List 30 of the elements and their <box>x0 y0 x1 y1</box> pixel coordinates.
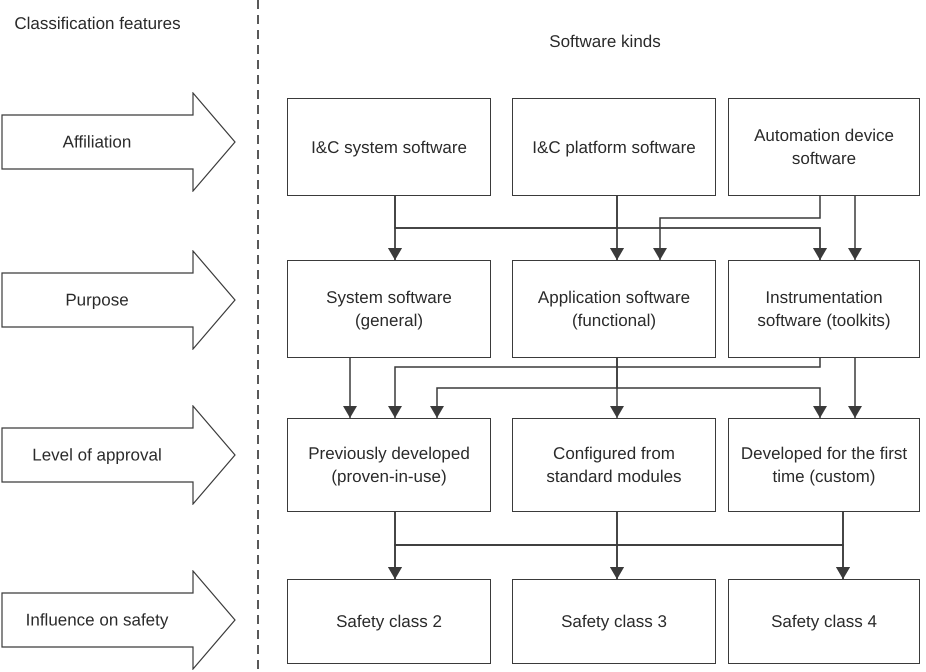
arrow <box>653 196 821 260</box>
arrow <box>616 196 827 260</box>
arrow <box>616 358 827 418</box>
block-arrow <box>0 570 237 670</box>
process-box: System software (general) <box>287 260 491 358</box>
block-arrow <box>0 405 237 505</box>
process-box: Safety class 4 <box>728 579 920 664</box>
process-box: I&C system software <box>287 98 491 196</box>
process-box: I&C platform software <box>512 98 716 196</box>
arrow <box>848 358 862 418</box>
process-box: Previously developed (proven-in-use) <box>287 418 491 512</box>
process-box: Configured from standard modules <box>512 418 716 512</box>
process-box: Application software (functional) <box>512 260 716 358</box>
column-heading: Classification features <box>13 13 182 35</box>
process-box: Safety class 3 <box>512 579 716 664</box>
process-box: Developed for the first time (custom) <box>728 418 920 512</box>
column-heading: Software kinds <box>548 31 662 53</box>
feature-label: Affiliation <box>62 132 132 154</box>
arrow <box>388 358 821 418</box>
process-box: Instrumentation software (toolkits) <box>728 260 920 358</box>
block-arrow <box>0 250 237 350</box>
feature-label: Purpose <box>64 290 130 312</box>
process-box: Automation device software <box>728 98 920 196</box>
arrow <box>343 358 357 418</box>
feature-label: Level of approval <box>31 444 163 466</box>
block-arrow <box>0 92 237 192</box>
process-box: Safety class 2 <box>287 579 491 664</box>
arrow <box>848 196 862 260</box>
arrow <box>836 512 850 579</box>
feature-label: Influence on safety <box>24 610 170 632</box>
